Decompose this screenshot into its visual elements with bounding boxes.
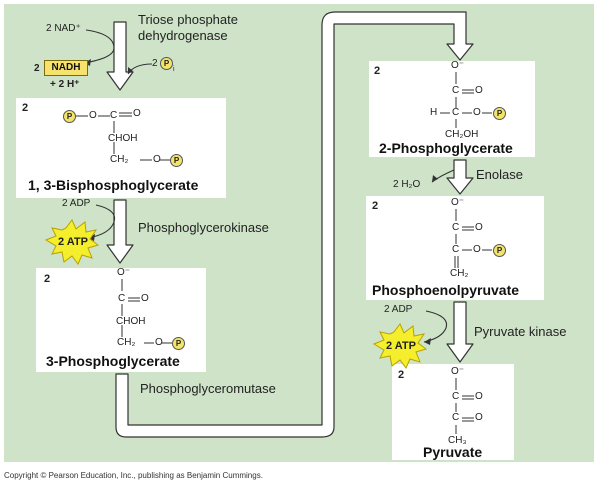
bpg-c1: C: [110, 110, 118, 121]
pep-bonds: [454, 209, 492, 268]
bpg-phosphate-icon-2: P: [170, 154, 183, 167]
pyruvate-name: Pyruvate: [423, 444, 483, 460]
box-phosphoenolpyruvate: [366, 196, 544, 300]
arrow-step2: [106, 199, 134, 264]
atp-burst-2: [372, 323, 428, 369]
bpg-ch2: CH₂: [110, 154, 129, 165]
pg3-o2: O: [155, 337, 163, 348]
nad-input-label: 2 NAD⁺: [46, 23, 81, 34]
bpg-o1: O: [89, 110, 97, 121]
nad-arrow: [83, 29, 115, 64]
arrow-step5: [446, 301, 474, 363]
copyright-footer: Copyright © Pearson Education, Inc., pub…: [4, 471, 263, 480]
pep-o-double: O: [475, 222, 483, 233]
bpg-chohh: CHOH: [108, 133, 138, 144]
nadh-count: 2: [34, 63, 40, 74]
atp-output-label-1: 2 ATP: [58, 236, 88, 248]
pep-c2: C: [452, 244, 460, 255]
arrow-step1: [106, 21, 134, 91]
pi-count: 2: [152, 58, 158, 69]
enzyme-phosphoglycerokinase: Phosphoglycerokinase: [138, 220, 269, 235]
pyruvate-o-minus: O⁻: [451, 366, 465, 377]
pep-o-minus: O⁻: [451, 197, 465, 208]
pep-o2: O: [473, 244, 481, 255]
pyruvate-bonds: [455, 378, 474, 434]
pep-c1: C: [452, 222, 460, 233]
bpg-name: 1, 3-Bisphosphoglycerate: [28, 177, 199, 193]
adp-arrow-1: [87, 204, 116, 239]
box-3-phosphoglycerate: [36, 268, 206, 372]
pep-ch2: CH₂: [450, 268, 469, 279]
pyruvate-ch3: CH₃: [448, 435, 467, 446]
pg2-c1: C: [452, 85, 460, 96]
pg3-o-double: O: [141, 293, 149, 304]
pg3-name: 3-Phosphoglycerate: [46, 353, 180, 369]
enzyme-enolase: Enolase: [476, 167, 523, 182]
water-output-label: 2 H₂O: [393, 179, 421, 190]
pg2-name: 2-Phosphoglycerate: [379, 140, 513, 156]
pg3-chohh: CHOH: [116, 316, 146, 327]
pi-subscript: i: [173, 66, 175, 73]
bpg-o-double: O: [133, 108, 141, 119]
pg2-o-double: O: [475, 85, 483, 96]
pg2-bonds: [440, 72, 492, 128]
pg3-ch2: CH₂: [117, 337, 136, 348]
pyruvate-o2: O: [475, 412, 483, 423]
pg2-c2: C: [452, 107, 460, 118]
bpg-bonds: [75, 112, 170, 161]
pep-phosphate-icon: P: [493, 244, 506, 257]
arrow-step3-connector: [115, 11, 474, 438]
pg3-phosphate-icon: P: [172, 337, 185, 350]
adp-input-label-1: 2 ADP: [62, 198, 91, 209]
pg2-o-minus: O⁻: [451, 60, 465, 71]
box-2-phosphoglycerate: [369, 61, 535, 157]
adp-arrow-2: [423, 310, 448, 343]
box-bisphosphoglycerate: [16, 98, 226, 198]
pg3-bonds: [121, 279, 172, 344]
adp-input-label-2: 2 ADP: [384, 304, 413, 315]
pg2-o2: O: [473, 107, 481, 118]
nadh-output-box: NADH: [44, 60, 88, 76]
enzyme-triose-line1: Triose phosphate: [138, 12, 238, 27]
pg2-multiplier: 2: [374, 65, 381, 77]
enzyme-triose-line2: dehydrogenase: [138, 28, 228, 43]
pg2-h: H: [430, 107, 438, 118]
pg3-o-minus: O⁻: [117, 267, 131, 278]
atp-burst-1: [44, 219, 100, 265]
h-output-label: + 2 H⁺: [50, 79, 80, 90]
pyruvate-multiplier: 2: [398, 369, 405, 381]
bpg-o2: O: [153, 154, 161, 165]
enzyme-pyruvate-kinase: Pyruvate kinase: [474, 324, 567, 339]
atp-output-label-2: 2 ATP: [386, 340, 416, 352]
bpg-phosphate-icon: P: [63, 110, 76, 123]
pi-phosphate-icon: P: [160, 57, 173, 70]
pep-name: Phosphoenolpyruvate: [372, 282, 520, 298]
pep-multiplier: 2: [372, 200, 379, 212]
box-pyruvate: [392, 364, 514, 460]
pyruvate-c1: C: [452, 391, 460, 402]
pyruvate-c2: C: [452, 412, 460, 423]
pyruvate-o1: O: [475, 391, 483, 402]
pg3-multiplier: 2: [44, 273, 51, 285]
pg3-c1: C: [118, 293, 126, 304]
pg2-phosphate-icon: P: [493, 107, 506, 120]
pg2-ch2oh: CH₂OH: [445, 129, 479, 140]
bpg-multiplier: 2: [22, 102, 29, 114]
arrow-step4: [446, 159, 474, 195]
enzyme-phosphoglyceromutase: Phosphoglyceromutase: [140, 381, 276, 396]
